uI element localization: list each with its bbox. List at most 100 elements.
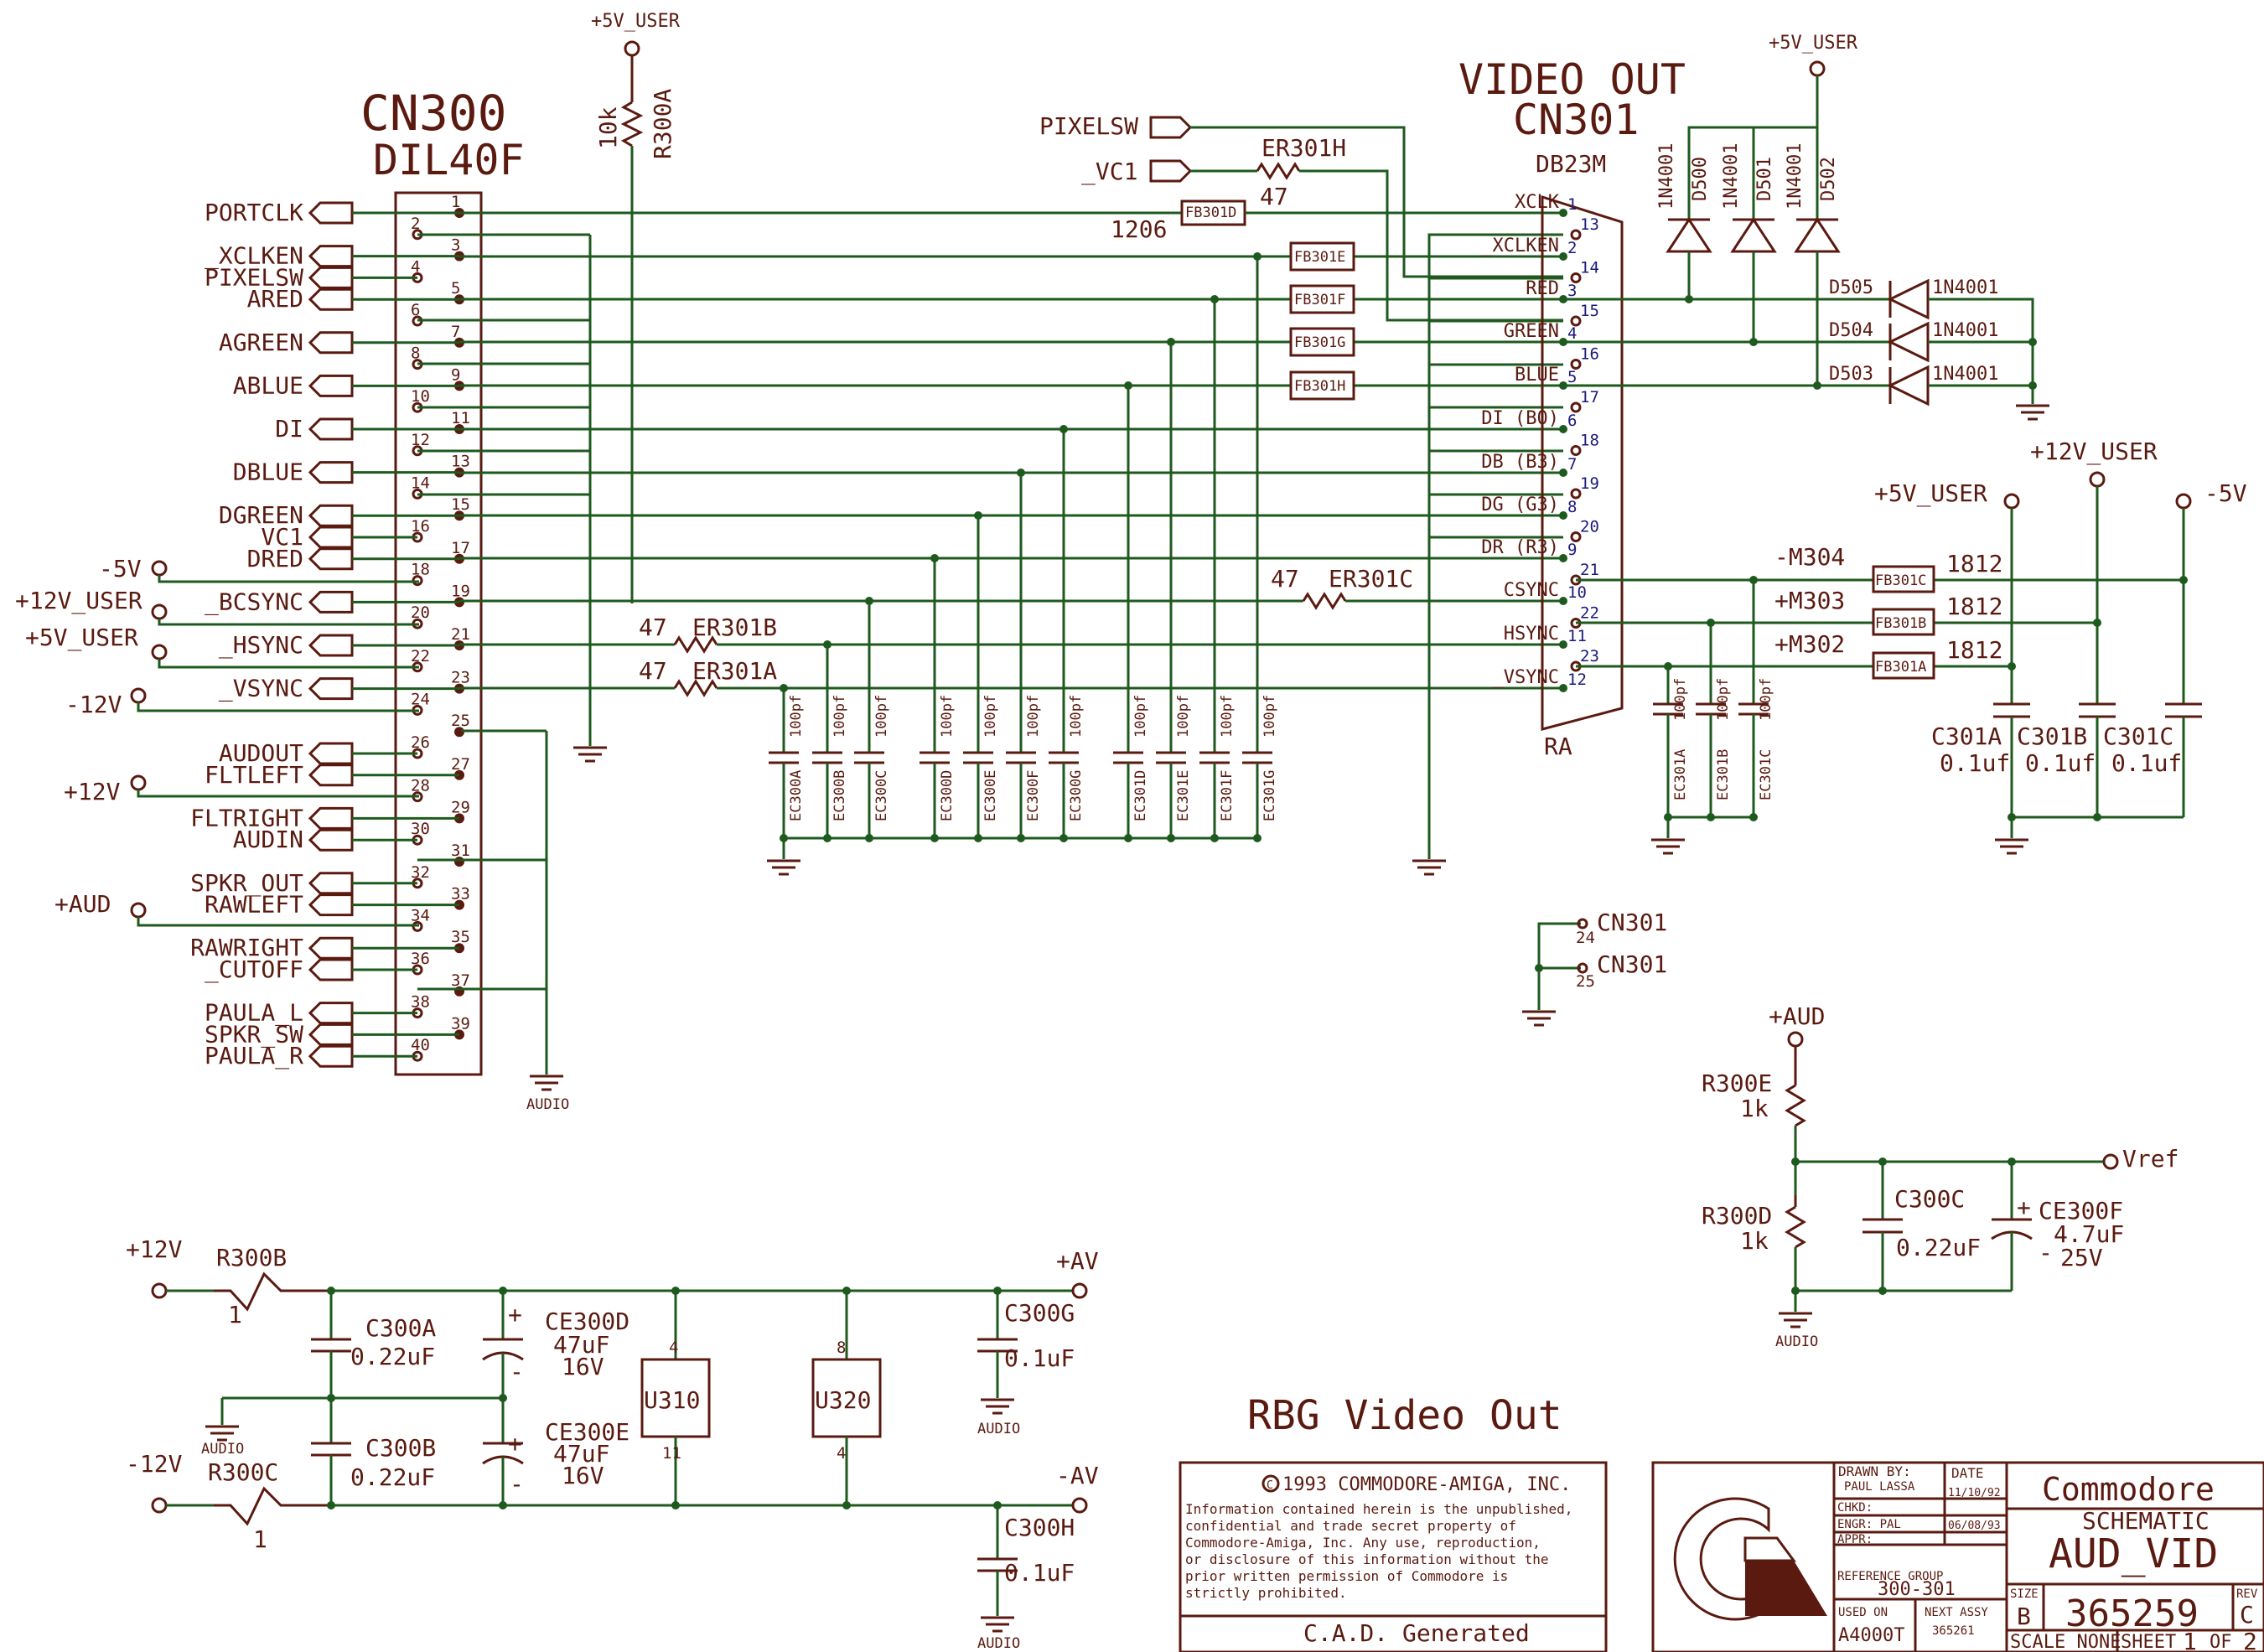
plus5v-user-label: +5V_USER	[25, 624, 138, 652]
cn300-pin-number: 10	[411, 387, 430, 406]
cn301-signal: RED	[1526, 278, 1559, 299]
c300a-ref: C300A	[365, 1314, 436, 1342]
cap-ref: EC301C	[1758, 749, 1774, 800]
minus5v-label: -5V	[99, 555, 142, 583]
c300a-value: 0.22uF	[350, 1343, 435, 1370]
junction-dot	[780, 684, 788, 692]
ce300f-minus: -	[2039, 1239, 2053, 1266]
ce300d-ref: CE300D	[545, 1308, 629, 1335]
r300c-value: 1	[253, 1525, 267, 1553]
diode-ref: D500	[1690, 157, 1711, 201]
cn300-pin-number: 26	[411, 733, 430, 752]
notice-line-1: Information contained herein is the unpu…	[1185, 1501, 1572, 1517]
sheet-title: RBG Video Out	[1247, 1392, 1562, 1439]
cn301-pin-number: 23	[1580, 647, 1599, 665]
er301b-value: 47	[639, 614, 667, 641]
minus12v-label: -12V	[65, 691, 122, 718]
diode-part: 1N4001	[1721, 143, 1742, 210]
scale-label: SCALE NONE	[2010, 1632, 2121, 1652]
cn301-pin-number: 3	[1567, 282, 1577, 300]
cap-value: 100pf	[788, 695, 805, 738]
cn301-ground-symbol	[1412, 859, 1446, 876]
cn300-pin-number: 4	[411, 257, 420, 276]
diode-part: 1N4001	[1656, 143, 1677, 210]
cap-value: 100pf	[939, 695, 956, 738]
cn301-pin-dot	[1559, 469, 1567, 477]
cn300-port-shape	[308, 1002, 354, 1025]
power-plus-aud: +AUD	[54, 890, 419, 927]
cap-ref: C301C	[2103, 722, 2173, 750]
cn300-port-shape	[308, 806, 354, 830]
cap-ref: C301B	[2017, 722, 2087, 750]
minus5v-right: -5V	[2204, 479, 2247, 507]
junction-dot	[865, 597, 873, 605]
cap-ref: EC301D	[1132, 770, 1149, 821]
diode-part: 1N4001	[1785, 143, 1806, 210]
ce300d-voltage: 16V	[562, 1353, 604, 1380]
ce300e-value: 47uF	[553, 1440, 609, 1468]
sheet-total: 2	[2243, 1628, 2257, 1652]
fb301d-ref: FB301D	[1185, 205, 1236, 221]
cn301-pin-dot	[1570, 229, 1582, 241]
ferrite-bead	[1289, 284, 1355, 314]
c300g-ground-label: AUDIO	[977, 1421, 1020, 1437]
r300e-value: 1k	[1740, 1095, 1769, 1122]
cn301-pin-number: 5	[1567, 368, 1577, 386]
cn301-type: DB23M	[1536, 150, 1606, 178]
cn300-signal-15: FLTLEFT	[205, 761, 303, 789]
junction-dot	[974, 511, 982, 520]
c300b-ref: C300B	[365, 1434, 436, 1462]
cn300-signal-3: ARED	[247, 285, 303, 313]
sheet-number: 1	[2183, 1628, 2197, 1652]
ferrite-bead	[1872, 651, 1935, 680]
cn300-body	[394, 191, 483, 1076]
er301h-ref: ER301H	[1262, 134, 1346, 162]
ferrite-ref: FB301A	[1875, 659, 1926, 676]
audio-ground-label: AUDIO	[526, 1096, 569, 1113]
cap-value: 100pf	[1175, 695, 1192, 738]
cn300-pin-number: 20	[411, 603, 430, 622]
cn300-pin-number: 39	[451, 1014, 470, 1033]
power-minus12v: -12V	[65, 687, 419, 718]
cn300-pin-number: 18	[411, 561, 430, 579]
cn300-pin-number: 21	[451, 625, 470, 644]
pixelsw-port: PIXELSW	[1039, 112, 1563, 278]
diode-part: 1N4001	[1932, 364, 1998, 385]
cap-ref: EC300G	[1068, 770, 1085, 821]
cn300-pin-number: 23	[451, 669, 470, 687]
r300e-ref: R300E	[1702, 1069, 1772, 1097]
cn300-signal-23: SPKR_SW	[205, 1020, 303, 1049]
vref-net: Vref	[2122, 1145, 2179, 1173]
u320-ref: U320	[815, 1386, 871, 1414]
cn300-pin-number: 11	[451, 409, 470, 427]
c300h-value: 0.1uF	[1004, 1559, 1075, 1587]
cn301-pin-number: 10	[1567, 583, 1587, 602]
cap-ref: EC300E	[982, 770, 999, 821]
cn301-signal: XCLK	[1515, 192, 1560, 213]
plus12v-user-label: +12V_USER	[15, 587, 142, 615]
cn301-pin-number: 20	[1580, 518, 1599, 536]
cap-ref: EC301G	[1262, 770, 1278, 821]
rev-value: C	[2240, 1601, 2254, 1629]
cn301-label-24: CN301	[1597, 909, 1667, 936]
drawn-by-label: DRAWN BY:	[1838, 1463, 1911, 1479]
cn300-signal-19: RAWLEFT	[205, 891, 303, 919]
cn301-signal: DB (B3)	[1481, 452, 1559, 473]
c300c-ref: C300C	[1894, 1185, 1965, 1213]
notice-line-6: strictly prohibited.	[1185, 1585, 1347, 1601]
diode-supply-label: +5V_USER	[1769, 33, 1858, 54]
cn301-pin-number: 21	[1580, 561, 1599, 579]
c300h-ref: C300H	[1004, 1514, 1075, 1541]
r300c-ref: R300C	[208, 1458, 278, 1486]
cn300-pin-number: 9	[451, 365, 460, 384]
ce300f-value: 4.7uF	[2054, 1220, 2124, 1248]
cap-value: 100pf	[873, 695, 890, 738]
cn300-signal-13: _VSYNC	[219, 675, 303, 703]
cn301-pin-number: 1	[1567, 195, 1577, 214]
title-block: C 1993 COMMODORE-AMIGA, INC. Information…	[1179, 1461, 2264, 1652]
fb301d-package: 1206	[1111, 215, 1167, 243]
er301a-value: 47	[639, 657, 667, 685]
u310-pin-11: 11	[662, 1444, 681, 1463]
